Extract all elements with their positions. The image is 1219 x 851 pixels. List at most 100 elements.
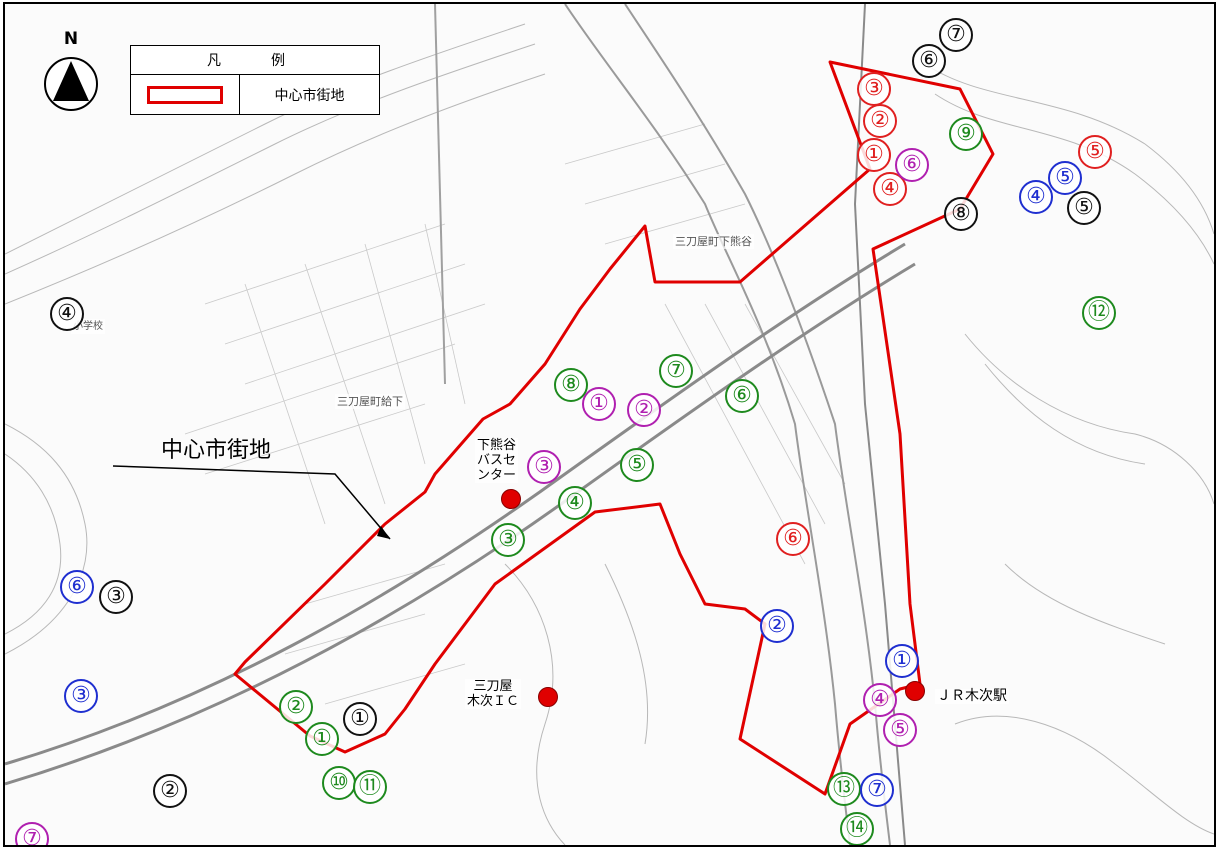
facility-marker-number: ② (767, 613, 787, 638)
facility-marker-number: ⑥ (67, 574, 87, 599)
central-district-boundary (233, 60, 995, 796)
facility-marker-number: ⑧ (951, 201, 971, 226)
facility-marker-green[interactable]: ⑧ (554, 368, 588, 402)
facility-marker-red[interactable]: ③ (857, 72, 891, 106)
facility-marker-number: ① (864, 142, 884, 167)
facility-marker-black[interactable]: ① (343, 702, 377, 736)
facility-marker-number: ⑨ (956, 121, 976, 146)
facility-marker-number: ⑤ (1085, 139, 1105, 164)
facility-marker-blue[interactable]: ② (760, 609, 794, 643)
facility-marker-number: ⑤ (1074, 195, 1094, 220)
label-bus-center: 下熊谷 バスセ ンター (475, 438, 519, 483)
facility-marker-number: ⑬ (832, 776, 855, 801)
facility-marker-number: ④ (565, 490, 585, 515)
facility-marker-number: ② (286, 694, 306, 719)
facility-marker-blue[interactable]: ③ (64, 679, 98, 713)
facility-marker-number: ⑥ (732, 383, 752, 408)
facility-marker-red[interactable]: ⑤ (1078, 135, 1112, 169)
callout-label: 中心市街地 (161, 438, 272, 463)
facility-marker-green[interactable]: ④ (558, 486, 592, 520)
north-label: N (63, 29, 79, 49)
facility-marker-purple[interactable]: ⑤ (883, 713, 917, 747)
facility-marker-number: ⑦ (666, 358, 686, 383)
facility-marker-number: ⑫ (1087, 300, 1110, 325)
facility-marker-green[interactable]: ⑥ (725, 379, 759, 413)
facility-marker-number: ④ (880, 176, 900, 201)
facility-marker-number: ② (870, 108, 890, 133)
facility-marker-black[interactable]: ⑦ (939, 18, 973, 52)
north-arrow: N (41, 29, 101, 115)
facility-marker-black[interactable]: ⑤ (1067, 191, 1101, 225)
facility-marker-green[interactable]: ⑦ (659, 354, 693, 388)
facility-marker-black[interactable]: ② (153, 774, 187, 808)
facility-marker-number: ⑪ (358, 774, 381, 799)
label-town-1: 三刀屋町給下 (335, 394, 405, 409)
facility-marker-red[interactable]: ⑥ (776, 522, 810, 556)
facility-marker-number: ② (160, 778, 180, 803)
facility-marker-purple[interactable]: ③ (527, 450, 561, 484)
facility-marker-number: ④ (1026, 184, 1046, 209)
facility-marker-blue[interactable]: ⑥ (60, 570, 94, 604)
facility-marker-number: ⑦ (867, 777, 887, 802)
map-canvas[interactable]: N 凡 例 中心市街地 中心市街地 下熊谷 バスセ ンター 三刀屋 木次ＩＣ Ｊ… (3, 2, 1216, 847)
base-map (5, 4, 1214, 845)
interchange-marker[interactable] (538, 687, 558, 707)
facility-marker-black[interactable]: ⑥ (912, 44, 946, 78)
facility-marker-number: ① (892, 648, 912, 673)
facility-marker-blue[interactable]: ⑤ (1048, 161, 1082, 195)
facility-marker-green[interactable]: ① (305, 722, 339, 756)
facility-marker-black[interactable]: ③ (99, 580, 133, 614)
facility-marker-number: ③ (71, 683, 91, 708)
facility-marker-number: ③ (498, 527, 518, 552)
facility-marker-number: ⑤ (1055, 165, 1075, 190)
facility-marker-green[interactable]: ⑤ (620, 448, 654, 482)
facility-marker-purple[interactable]: ⑥ (895, 148, 929, 182)
facility-marker-purple[interactable]: ④ (863, 683, 897, 717)
callout-leader-line (112, 465, 391, 540)
label-town-2: 三刀屋町下熊谷 (673, 234, 754, 249)
legend-title: 凡 例 (131, 46, 379, 75)
facility-marker-number: ① (312, 726, 332, 751)
facility-marker-purple[interactable]: ② (627, 393, 661, 427)
facility-marker-number: ② (634, 397, 654, 422)
legend: 凡 例 中心市街地 (130, 45, 380, 115)
legend-entry: 中心市街地 (274, 88, 345, 104)
jr-station-marker[interactable] (905, 681, 925, 701)
facility-marker-blue[interactable]: ① (885, 644, 919, 678)
facility-marker-red[interactable]: ② (863, 104, 897, 138)
facility-marker-purple[interactable]: ① (582, 387, 616, 421)
facility-marker-blue[interactable]: ④ (1019, 180, 1053, 214)
bus-center-marker[interactable] (501, 489, 521, 509)
facility-marker-red[interactable]: ① (857, 138, 891, 172)
facility-marker-number: ③ (106, 584, 126, 609)
facility-marker-number: ⑤ (627, 452, 647, 477)
facility-marker-green[interactable]: ⑭ (840, 812, 874, 845)
facility-marker-green[interactable]: ⑪ (353, 770, 387, 804)
facility-marker-number: ⑭ (845, 816, 868, 841)
facility-marker-number: ⑤ (890, 717, 910, 742)
facility-marker-green[interactable]: ⑩ (322, 766, 356, 800)
facility-marker-number: ① (350, 706, 370, 731)
facility-marker-red[interactable]: ④ (873, 172, 907, 206)
facility-marker-green[interactable]: ③ (491, 523, 525, 557)
facility-marker-blue[interactable]: ⑦ (860, 773, 894, 807)
facility-marker-green[interactable]: ⑫ (1082, 296, 1116, 330)
facility-marker-number: ④ (57, 301, 77, 326)
label-jr-station: ＪＲ木次駅 (935, 688, 1009, 704)
facility-marker-black[interactable]: ⑧ (944, 197, 978, 231)
facility-marker-purple[interactable]: ⑦ (15, 822, 49, 847)
facility-marker-black[interactable]: ④ (50, 297, 84, 331)
facility-marker-number: ⑧ (561, 372, 581, 397)
facility-marker-green[interactable]: ⑬ (827, 772, 861, 806)
facility-marker-number: ⑦ (22, 826, 42, 847)
facility-marker-number: ③ (864, 76, 884, 101)
compass-icon (44, 57, 98, 111)
facility-marker-number: ⑦ (946, 22, 966, 47)
label-interchange: 三刀屋 木次ＩＣ (465, 679, 522, 709)
legend-symbol (131, 75, 240, 115)
facility-marker-green[interactable]: ⑨ (949, 117, 983, 151)
facility-marker-number: ④ (870, 687, 890, 712)
facility-marker-number: ③ (534, 454, 554, 479)
facility-marker-number: ⑥ (919, 48, 939, 73)
facility-marker-green[interactable]: ② (279, 690, 313, 724)
